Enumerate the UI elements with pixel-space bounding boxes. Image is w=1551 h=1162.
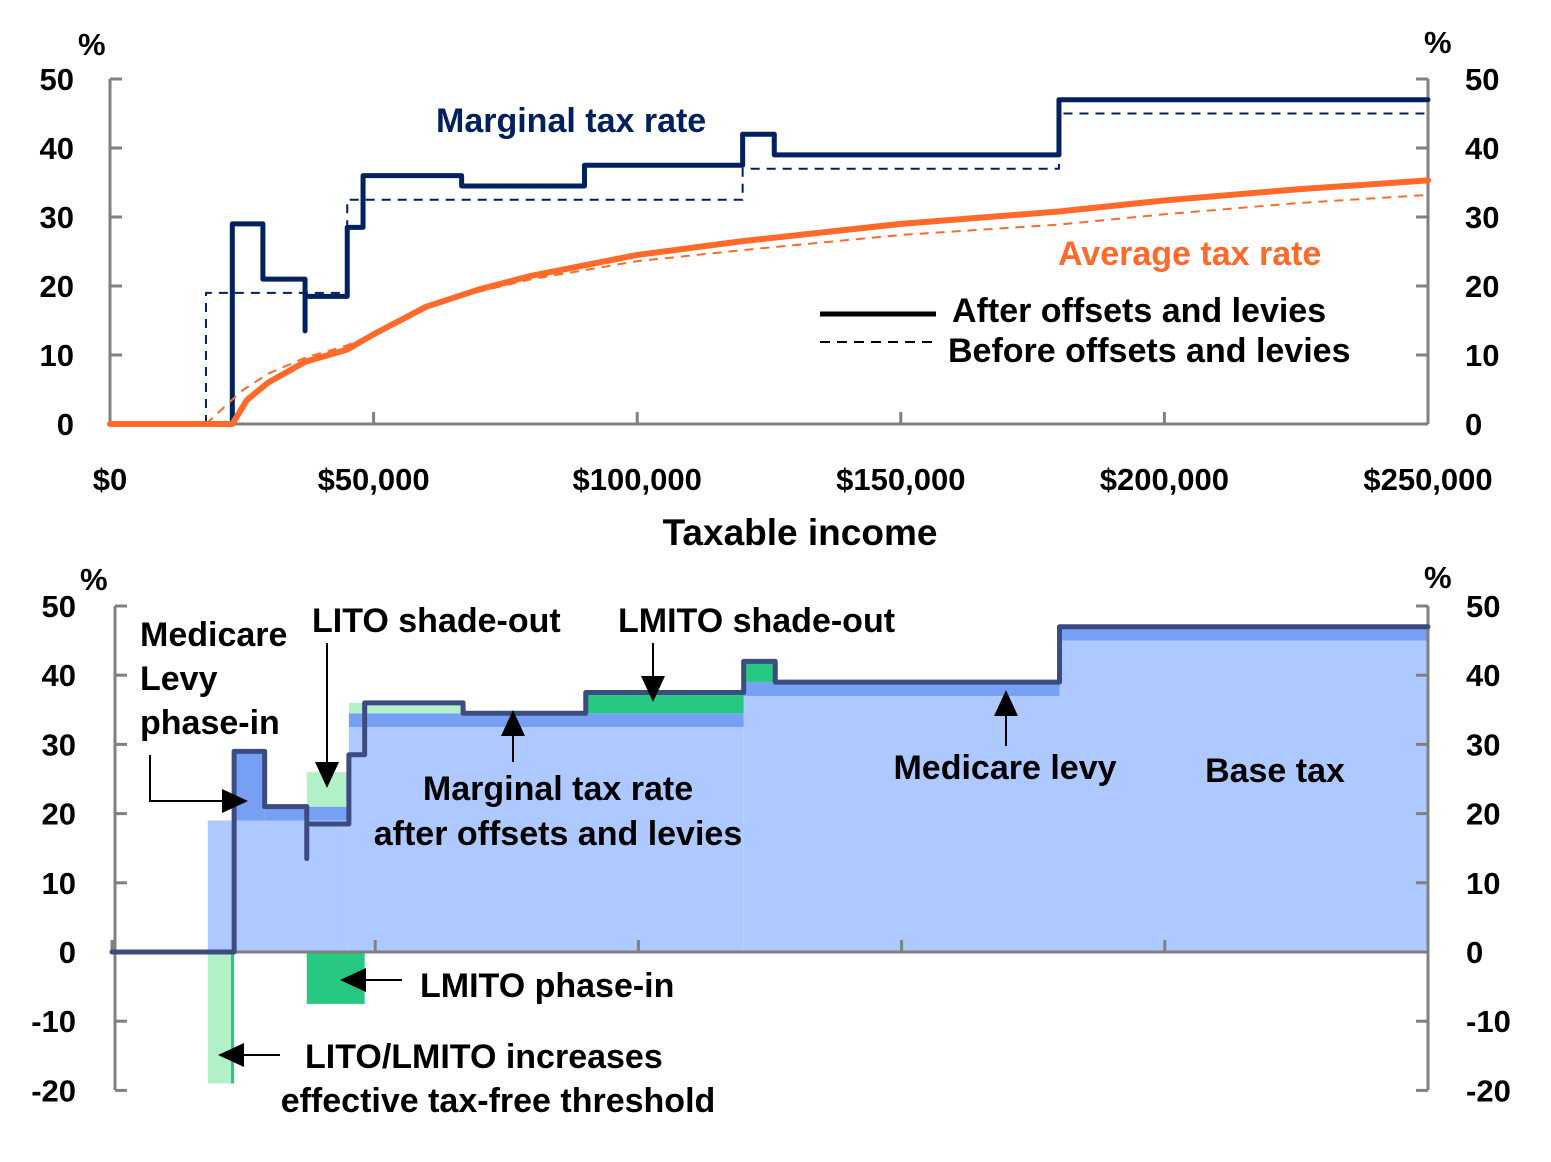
legend-before-label: Before offsets and levies	[948, 332, 1350, 370]
lmito-phase-in-arrow	[340, 968, 402, 992]
top-left-unit: %	[78, 27, 106, 62]
lmito-area	[743, 661, 776, 683]
medicare-levy-label: Medicare levy	[893, 749, 1116, 787]
base-tax-label: Base tax	[1205, 752, 1345, 790]
threshold-arrow	[218, 1043, 280, 1067]
top-right-unit: %	[1424, 25, 1452, 60]
marginal-rate-before-line	[204, 112, 1428, 424]
base-tax-area	[1059, 640, 1428, 952]
top-left-tick-label: 30	[40, 200, 74, 235]
medicare-levy-area	[348, 713, 744, 728]
lito-area	[348, 702, 464, 714]
base-tax-area	[348, 727, 744, 952]
medicare-phase-in-label-2: Levy	[140, 660, 218, 698]
bottom-right-unit: %	[1424, 560, 1452, 595]
top-axes: 0 0 10 10 20 20 30 30 40 40 50 50 $0 $50,000 $100,000 $…	[40, 62, 1500, 497]
lmito-area	[230, 952, 235, 1084]
top-right-tick-label: 40	[1465, 131, 1499, 166]
base-tax-area	[743, 695, 1060, 952]
top-x-tick-label: $200,000	[1100, 462, 1229, 497]
top-x-tick-label: $100,000	[573, 462, 702, 497]
top-x-tick-label: $0	[93, 462, 127, 497]
legend-after-label: After offsets and levies	[952, 292, 1326, 330]
bottom-right-tick-label: -20	[1466, 1073, 1511, 1108]
top-right-tick-label: 50	[1465, 62, 1499, 97]
base-tax-area	[207, 820, 349, 952]
bottom-right-tick-label: 10	[1466, 866, 1500, 901]
top-left-tick-label: 0	[57, 407, 74, 442]
top-right-tick-label: 0	[1465, 407, 1482, 442]
bottom-line	[109, 624, 1431, 955]
bottom-right-tick-label: 50	[1466, 589, 1500, 624]
bottom-left-tick-label: 10	[42, 866, 76, 901]
lmito-phase-in-label: LMITO phase-in	[420, 967, 674, 1005]
top-left-tick-label: 10	[40, 338, 74, 373]
marginal-rate-after-line	[107, 97, 1431, 427]
bottom-left-tick-label: -20	[31, 1073, 76, 1108]
bottom-right-tick-label: -10	[1466, 1004, 1511, 1039]
average-rate-after-line	[107, 177, 1431, 427]
lito-shade-out-arrow	[315, 643, 339, 788]
medicare-phase-in-label-1: Medicare	[140, 616, 287, 654]
lmito-area	[585, 692, 744, 714]
top-left-tick-label: 50	[40, 62, 74, 97]
bottom-left-unit: %	[80, 562, 108, 597]
lmito-shade-out-label: LMITO shade-out	[618, 602, 895, 640]
top-left-tick-label: 20	[40, 269, 74, 304]
bottom-right-tick-label: 30	[1466, 727, 1500, 762]
marginal-rate-label: Marginal tax rate	[436, 102, 706, 140]
bottom-left-tick-label: 20	[42, 797, 76, 832]
top-x-tick-label: $250,000	[1363, 462, 1492, 497]
medicare-levy-area	[234, 751, 265, 821]
bottom-left-tick-label: 50	[42, 589, 76, 624]
medicare-phase-in-arrow	[149, 755, 248, 813]
lito-shade-out-label: LITO shade-out	[312, 602, 561, 640]
threshold-label-2: effective tax-free threshold	[281, 1082, 716, 1120]
bottom-left-tick-label: 30	[42, 727, 76, 762]
top-right-tick-label: 30	[1465, 200, 1499, 235]
medicare-levy-area	[1059, 626, 1428, 641]
top-right-tick-label: 10	[1465, 338, 1499, 373]
bottom-right-tick-label: 40	[1466, 658, 1500, 693]
bottom-left-tick-label: -10	[31, 1004, 76, 1039]
medicare-levy-arrow	[994, 690, 1018, 746]
bottom-left-tick-label: 0	[59, 935, 76, 970]
medicare-levy-area	[743, 682, 1060, 696]
marginal-rate-after-line	[109, 624, 1431, 955]
bottom-left-tick-label: 40	[42, 658, 76, 693]
bottom-axes: -20 -20 -10 -10 0 0 10 10 20 20 30 30 40 40 50 50	[31, 589, 1511, 1108]
lito-area	[207, 952, 231, 1084]
marginal-line-label-2: after offsets and levies	[374, 815, 742, 853]
x-axis-title: Taxable income	[663, 512, 938, 553]
top-x-tick-label: $150,000	[836, 462, 965, 497]
top-x-tick-label: $50,000	[318, 462, 430, 497]
medicare-phase-in-label-3: phase-in	[140, 704, 280, 742]
marginal-line-arrow	[501, 710, 525, 762]
threshold-label-1: LITO/LMITO increases	[305, 1038, 663, 1076]
marginal-line-label-1: Marginal tax rate	[423, 770, 693, 808]
bottom-right-tick-label: 0	[1466, 935, 1483, 970]
bottom-right-tick-label: 20	[1466, 797, 1500, 832]
top-left-tick-label: 40	[40, 131, 74, 166]
average-rate-label: Average tax rate	[1058, 235, 1321, 273]
top-right-tick-label: 20	[1465, 269, 1499, 304]
lmito-shade-out-arrow	[641, 643, 665, 702]
top-series	[107, 97, 1431, 427]
bottom-areas	[207, 626, 1428, 1084]
